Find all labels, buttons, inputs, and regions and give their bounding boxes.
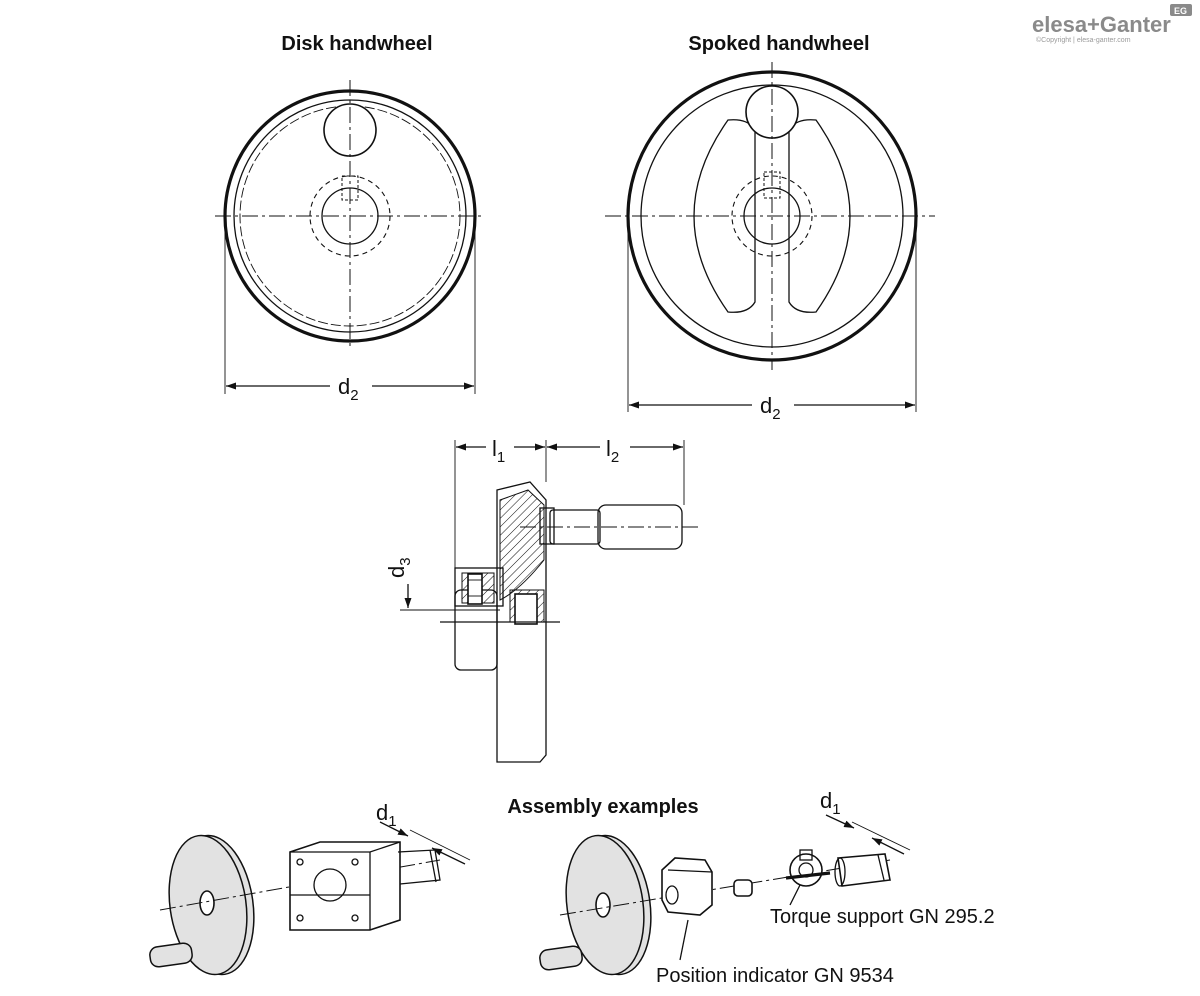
- brand-logo-text: elesa+Ganter: [1032, 12, 1171, 37]
- torque-support-label: Torque support GN 295.2: [770, 906, 995, 928]
- left-shaft: [397, 849, 441, 885]
- torque-support-tab: [799, 849, 813, 861]
- right-d1-label: d1: [820, 788, 841, 818]
- brand-badge-shape: [1170, 4, 1192, 16]
- spoked-handwheel-view: Spoked handwheel d2: [605, 33, 935, 423]
- left-bracket-block: [289, 841, 401, 931]
- section-wheel-body: [496, 481, 547, 763]
- position-indicator-edge: [667, 869, 713, 873]
- left-shaft-break: [429, 849, 437, 883]
- spoked-handwheel-title: Spoked handwheel: [688, 33, 869, 55]
- assembly-example-left: d1: [149, 800, 471, 976]
- d3-label: d3: [384, 557, 414, 578]
- spoked-hub-hidden: [731, 175, 813, 257]
- torque-support-leader: [789, 884, 801, 906]
- left-bracket-bore: [313, 868, 347, 902]
- position-indicator-bore: [665, 885, 679, 905]
- position-indicator-body: [661, 857, 713, 916]
- right-shaft-end: [834, 857, 846, 887]
- section-set-screw: [467, 573, 483, 605]
- right-shaft-break: [877, 854, 885, 881]
- l1-label: l1: [492, 436, 505, 466]
- section-key: [514, 593, 538, 625]
- position-indicator-label: Position indicator GN 9534: [656, 965, 894, 987]
- left-d1-ext: [409, 829, 471, 861]
- left-d1-label: d1: [376, 800, 397, 830]
- copyright-text: ©Copyright | elesa-ganter.com: [1036, 36, 1131, 44]
- l2-label: l2: [606, 436, 619, 466]
- position-indicator-leader: [679, 919, 689, 961]
- left-bracket-hole-3: [296, 914, 304, 922]
- right-wheel-handle: [539, 945, 583, 971]
- left-bracket-hole-4: [351, 914, 359, 922]
- left-bracket-hole-1: [296, 858, 304, 866]
- right-d1-arrow-1: [825, 814, 855, 829]
- left-wheel-bore: [199, 890, 215, 916]
- left-d1-arrow-1: [379, 821, 409, 837]
- side-section-view: l1 l2 d3: [384, 436, 700, 763]
- disk-handwheel-title: Disk handwheel: [281, 33, 432, 55]
- disk-d2-label: d2: [338, 374, 359, 404]
- spoked-d2-label: d2: [760, 393, 781, 423]
- section-rim-hatch: [499, 489, 545, 601]
- coupling-sleeve: [733, 879, 753, 897]
- left-d1-arrow-2: [431, 847, 466, 865]
- torque-support-pin: [785, 871, 831, 880]
- right-shaft: [837, 853, 891, 887]
- right-wheel-bore: [595, 892, 611, 918]
- brand-logo: elesa+Ganter EG ©Copyright | elesa-gante…: [1032, 4, 1192, 44]
- right-d1-arrow-2: [871, 837, 905, 855]
- left-bracket-hole-2: [351, 858, 359, 866]
- handle-base: [539, 507, 555, 545]
- brand-badge-text: EG: [1174, 6, 1187, 16]
- assembly-example-right: d1 Torque support GN 295.2 Position indi…: [539, 788, 995, 987]
- assembly-examples-title: Assembly examples: [507, 796, 698, 818]
- left-wheel-handle: [149, 942, 193, 968]
- disk-handwheel-view: Disk handwheel d2: [215, 33, 485, 404]
- torque-support-ring: [789, 853, 823, 887]
- right-d1-ext: [851, 821, 911, 851]
